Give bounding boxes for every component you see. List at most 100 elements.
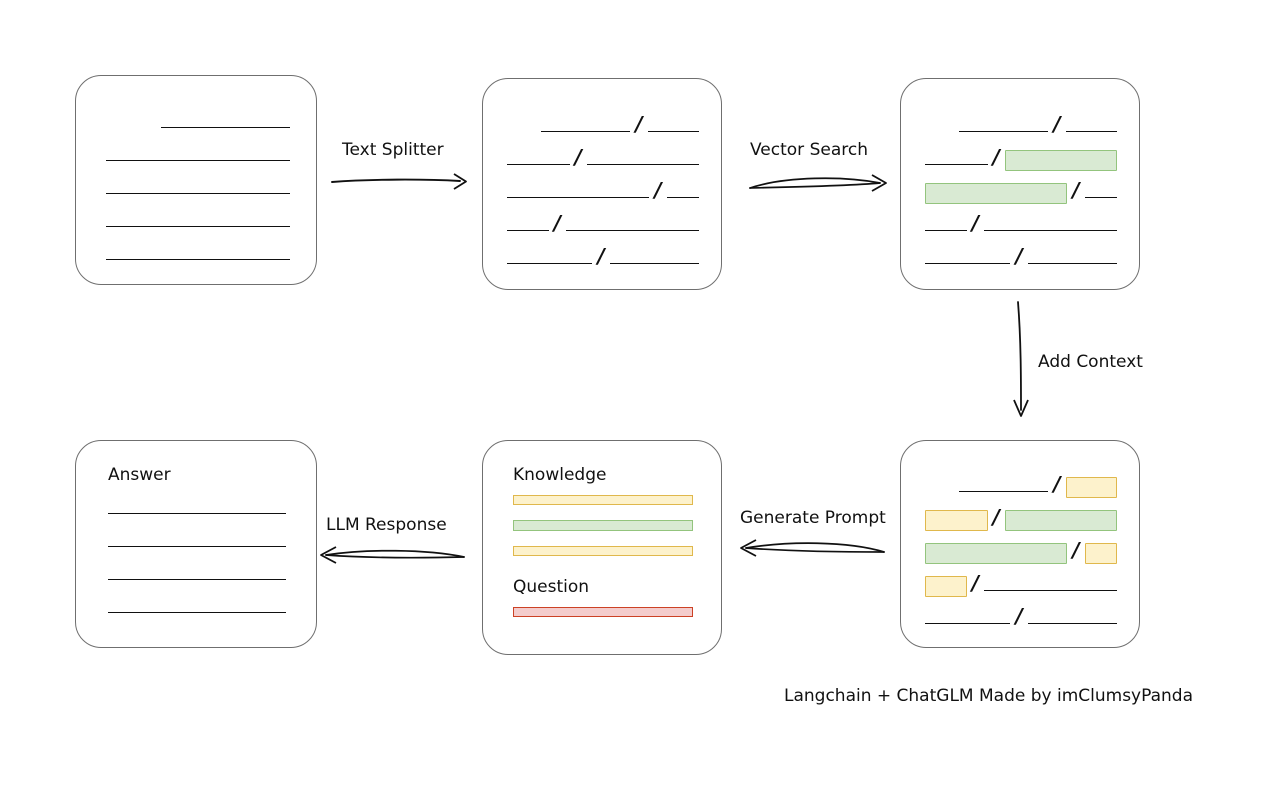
text-line	[925, 622, 1011, 624]
text-line	[1065, 130, 1117, 132]
vector-search-arrow-label: Vector Search	[750, 140, 868, 160]
generate-prompt-arrow: Generate Prompt	[738, 508, 888, 563]
text-line	[108, 513, 286, 514]
vector-matched-content: / / / / /	[901, 79, 1139, 289]
arrow-shaft-icon	[331, 173, 467, 190]
generated-prompt-box: Knowledge Question	[482, 440, 722, 655]
question-bar	[513, 606, 693, 617]
chunk-separator: /	[992, 504, 1000, 529]
text-line	[106, 192, 290, 194]
matched-chunk-highlight	[1004, 149, 1117, 171]
arrow-shaft-icon	[320, 546, 465, 564]
chunk-separator: /	[1015, 603, 1023, 628]
vector-matched-chunks-box: / / / / /	[900, 78, 1140, 290]
text-splitter-arrow: Text Splitter	[330, 140, 470, 195]
context-chunks-content: / / / / /	[901, 441, 1139, 647]
chunk-separator: /	[971, 570, 980, 595]
text-line	[108, 612, 286, 613]
knowledge-label: Knowledge	[513, 465, 607, 485]
text-line	[541, 130, 631, 132]
llm-response-arrow: LLM Response	[318, 515, 468, 570]
llm-response-arrow-label: LLM Response	[326, 515, 447, 535]
table-row: /	[925, 136, 1117, 171]
text-line	[507, 262, 593, 264]
generate-prompt-arrow-label: Generate Prompt	[740, 508, 886, 528]
chunk-separator: /	[597, 243, 605, 268]
matched-chunk-highlight	[925, 182, 1068, 204]
arrow-shaft-icon	[749, 174, 887, 192]
text-splitter-arrow-label: Text Splitter	[342, 140, 444, 160]
table-row: /	[925, 169, 1117, 204]
text-line	[507, 163, 570, 165]
knowledge-bar	[513, 495, 693, 506]
text-line	[106, 159, 290, 161]
chunk-separator: /	[1072, 177, 1080, 202]
table-row: /	[507, 202, 699, 235]
table-row: /	[507, 103, 699, 136]
chunk-lines: / / / / /	[507, 99, 699, 271]
text-line	[925, 163, 988, 165]
chunk-separator: /	[992, 144, 1000, 169]
table-row	[106, 231, 290, 264]
table-row	[106, 198, 290, 231]
text-line	[106, 225, 290, 227]
matched-chunk-highlight	[1004, 509, 1117, 531]
source-document-content	[76, 76, 316, 284]
text-line	[959, 130, 1049, 132]
document-lines	[106, 98, 290, 264]
text-line	[647, 130, 699, 132]
question-label: Question	[513, 576, 590, 597]
table-row: /	[925, 103, 1117, 136]
chunk-separator: /	[1015, 243, 1023, 268]
context-chunk-highlight	[925, 575, 967, 597]
table-row: /	[925, 496, 1117, 531]
knowledge-bar	[513, 545, 693, 556]
matched-chunk-highlight	[925, 542, 1068, 564]
context-chunk-highlight	[1084, 542, 1117, 564]
table-row: /	[507, 235, 699, 268]
text-line	[984, 229, 1117, 231]
table-row	[106, 165, 290, 198]
table-row: /	[507, 169, 699, 202]
chunk-separator: /	[635, 111, 643, 136]
chunk-separator: /	[1053, 471, 1061, 496]
text-line	[959, 490, 1049, 492]
split-chunks-box: / / / / /	[482, 78, 722, 290]
text-line	[984, 589, 1117, 591]
text-line	[106, 258, 290, 260]
text-line	[1084, 196, 1117, 198]
context-chunks-box: / / / / /	[900, 440, 1140, 648]
context-chunk-highlight	[1065, 476, 1117, 498]
chunk-separator: /	[553, 210, 562, 235]
chunk-separator: /	[654, 177, 662, 202]
add-context-arrow-label: Add Context	[1038, 352, 1143, 372]
chunk-separator: /	[971, 210, 980, 235]
text-line	[925, 262, 1011, 264]
chunk-separator: /	[1072, 537, 1080, 562]
vector-search-arrow: Vector Search	[748, 140, 888, 195]
text-line	[1027, 262, 1117, 264]
table-row	[106, 99, 290, 132]
page-title: Answer	[108, 465, 171, 485]
table-row: /	[925, 463, 1117, 498]
table-row	[106, 132, 290, 165]
table-row: /	[925, 235, 1117, 268]
split-chunks-content: / / / / /	[483, 79, 721, 289]
table-row: /	[925, 529, 1117, 564]
source-document-box	[75, 75, 317, 285]
prompt-content: Knowledge Question	[483, 441, 721, 654]
knowledge-bar	[513, 520, 693, 531]
text-line	[108, 579, 286, 580]
text-line	[566, 229, 699, 231]
chunk-separator: /	[1053, 111, 1061, 136]
text-line	[507, 229, 549, 231]
arrow-shaft-icon	[1013, 301, 1029, 417]
answer-content: Answer	[76, 441, 316, 647]
arrow-shaft-icon	[740, 539, 885, 557]
answer-box: Answer	[75, 440, 317, 648]
add-context-arrow: Add Context	[1008, 300, 1178, 420]
chunk-separator: /	[574, 144, 582, 169]
table-row: /	[925, 202, 1117, 235]
text-line	[507, 196, 650, 198]
text-line	[161, 126, 290, 128]
